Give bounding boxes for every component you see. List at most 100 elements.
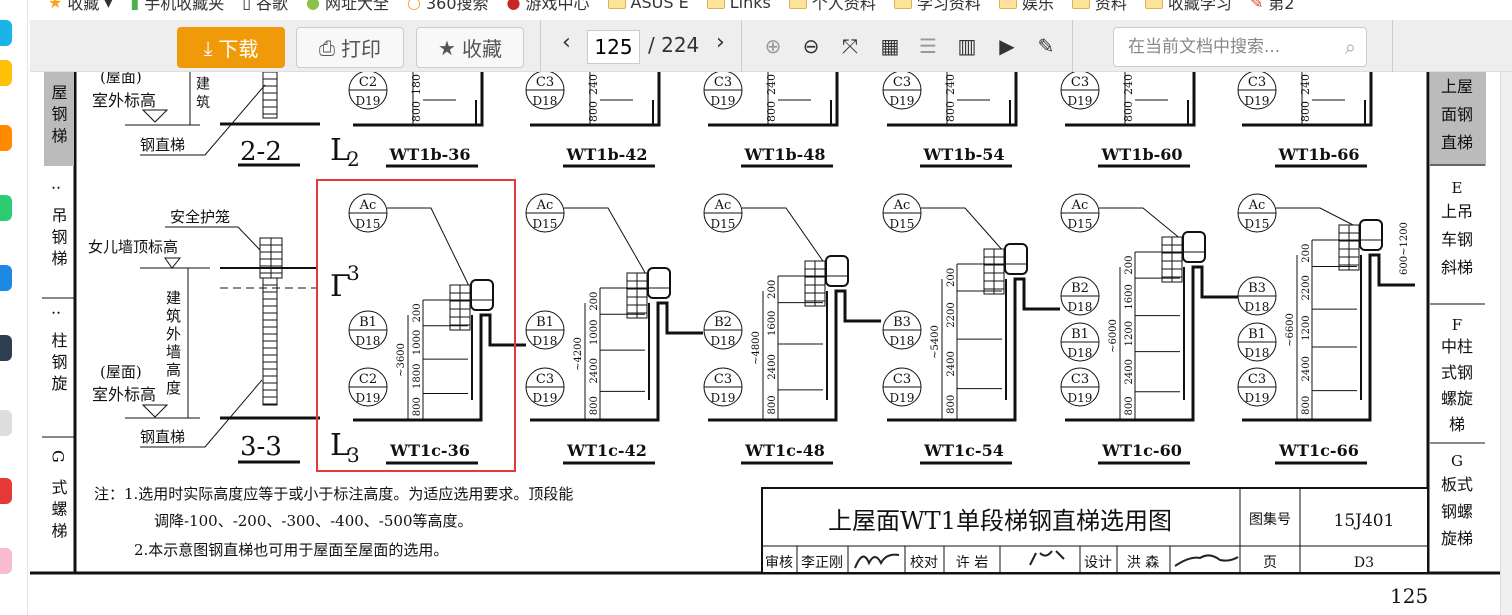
folder-icon — [1144, 0, 1163, 9]
app-icon[interactable] — [0, 20, 12, 46]
page-icon: ▯ — [242, 0, 252, 12]
callout-bottom: D18 — [533, 334, 558, 348]
search-placeholder: 在当前文档中搜索... — [1128, 37, 1281, 57]
callout-bottom: D19 — [711, 94, 736, 108]
diagram-label: WT1c-48 — [744, 441, 825, 460]
label-outdoor-elevation: 室外标高 — [92, 385, 156, 404]
callout-top: B1 — [536, 315, 554, 330]
label-outdoor-elevation: 室外标高 — [92, 91, 156, 110]
dimension-text: 2400 — [1124, 359, 1135, 384]
left-index-item: : 柱钢旋 — [49, 310, 68, 396]
print-button[interactable]: ⎙打印 — [296, 27, 404, 68]
app-icon[interactable] — [0, 195, 12, 221]
handrail-hoop — [825, 255, 849, 287]
right-index-item: 中柱式钢螺旋梯 — [1441, 337, 1473, 434]
list-view-icon[interactable]: ☰ — [919, 34, 937, 58]
grid-view-icon[interactable]: ▦ — [880, 34, 900, 58]
vertical-scrollbar[interactable] — [1500, 72, 1512, 615]
diagram-label: WT1c-36 — [389, 441, 470, 460]
callout-bottom: D19 — [1245, 94, 1270, 108]
book-view-icon[interactable]: ▥ — [957, 34, 977, 58]
total-height-text: ~3600 — [396, 343, 407, 377]
download-button[interactable]: ⤓下载 — [177, 27, 285, 68]
callout-bottom: D18 — [890, 334, 915, 348]
bookmark-favorites[interactable]: ★收藏▾ — [48, 0, 112, 13]
bookmark-folder[interactable]: Links — [706, 0, 771, 13]
callout-bottom: D18 — [711, 334, 736, 348]
section-mark: L — [330, 428, 350, 463]
bookmark-item[interactable]: ▮手机收藏夹 — [130, 0, 224, 13]
zoom-in-icon[interactable]: ⊕ — [764, 34, 782, 58]
note-line: 2.本示意图钢直梯也可用于屋面至屋面的选用。 — [134, 541, 448, 559]
section-mark: L — [330, 133, 350, 168]
callout-bottom: D18 — [1068, 300, 1093, 314]
bookmark-item[interactable]: ●网址大全 — [306, 0, 389, 13]
divider — [1392, 20, 1393, 72]
bookmark-item[interactable]: ○360搜索 — [407, 0, 489, 13]
app-icon[interactable] — [0, 478, 12, 504]
dimension-text: 2400 — [1301, 356, 1312, 381]
dimension-text: 240 — [765, 74, 778, 95]
callout-top: Ac — [1248, 198, 1266, 213]
app-icon[interactable] — [0, 335, 12, 361]
dimension-text: 800 — [1301, 396, 1312, 415]
bookmark-folder[interactable]: ASUS E — [607, 0, 689, 13]
app-icon[interactable] — [0, 265, 12, 291]
callout-top: Ac — [714, 198, 732, 213]
zoom-out-icon[interactable]: ⊖ — [802, 34, 820, 58]
divider — [1072, 20, 1073, 72]
callout-bottom: D18 — [1068, 346, 1093, 360]
app-icon[interactable] — [0, 548, 12, 574]
bookmark-folder[interactable]: 收藏学习 — [1144, 0, 1232, 13]
callout-top: B1 — [359, 315, 377, 330]
presentation-icon[interactable]: ▶ — [999, 34, 1015, 58]
diagram-label: WT1b-48 — [743, 145, 825, 164]
bookmark-folder[interactable]: 学习资料 — [893, 0, 981, 13]
360-icon: ○ — [407, 0, 421, 12]
bookmark-item[interactable]: ✎第2 — [1250, 0, 1295, 13]
callout-bottom: D19 — [356, 391, 381, 405]
leader-line — [165, 226, 261, 251]
edit-note-icon[interactable]: ✎ — [1037, 34, 1055, 58]
app-icon[interactable] — [0, 125, 12, 151]
page-number-input[interactable] — [587, 30, 640, 64]
drawing-title: 上屋面WT1单段梯钢直梯选用图 — [828, 507, 1172, 535]
bookmark-folder[interactable]: 资料 — [1071, 0, 1127, 13]
ladder-outline — [353, 313, 526, 422]
bookmark-folder[interactable]: 娱乐 — [998, 0, 1054, 13]
dimension-text: 800 — [587, 101, 600, 122]
search-icon[interactable]: ⌕ — [1344, 35, 1356, 59]
handrail-hoop — [1004, 243, 1028, 275]
pencil-icon: ✎ — [1249, 0, 1264, 12]
dimension-text: 800 — [946, 395, 957, 414]
dimension-text: 240 — [1299, 74, 1312, 95]
callout-bottom: D15 — [711, 217, 736, 231]
callout-bottom: D18 — [533, 94, 558, 108]
callout-top: C3 — [714, 75, 732, 90]
app-icon[interactable] — [0, 410, 12, 436]
dimension-text: 800 — [765, 101, 778, 122]
app-icon[interactable] — [0, 60, 12, 86]
callout-top: B3 — [1248, 281, 1266, 296]
section-mark-number: 3 — [347, 261, 360, 285]
bookmark-item[interactable]: ▯谷歌 — [242, 0, 288, 13]
bookmark-folder[interactable]: 个人资料 — [788, 0, 876, 13]
prev-page-button[interactable]: ‹ — [562, 30, 571, 55]
bookmark-label: 收藏 — [67, 0, 100, 13]
favorite-button[interactable]: ★收藏 — [416, 27, 524, 68]
callout-top: Ac — [1071, 198, 1089, 213]
signature — [854, 553, 900, 569]
fullscreen-icon[interactable]: ⤧ — [842, 34, 858, 58]
leader-line — [1276, 207, 1360, 229]
total-height-text: ~4200 — [573, 337, 584, 371]
document-toolbar: ⤓下载 ⎙打印 ★收藏 ‹ / 224 › ⊕ ⊖ ⤧ ▦ ☰ ▥ ▶ ✎ 在当… — [30, 20, 1512, 72]
bookmark-label: Links — [729, 0, 771, 12]
bookmark-item[interactable]: ●游戏中心 — [507, 0, 590, 13]
callout-top: B2 — [1071, 281, 1089, 296]
left-index-item: G 式螺梯 — [49, 450, 68, 544]
document-search-input[interactable]: 在当前文档中搜索... ⌕ — [1113, 27, 1367, 67]
dimension-text: 2400 — [946, 351, 957, 376]
next-page-button[interactable]: › — [716, 30, 725, 55]
